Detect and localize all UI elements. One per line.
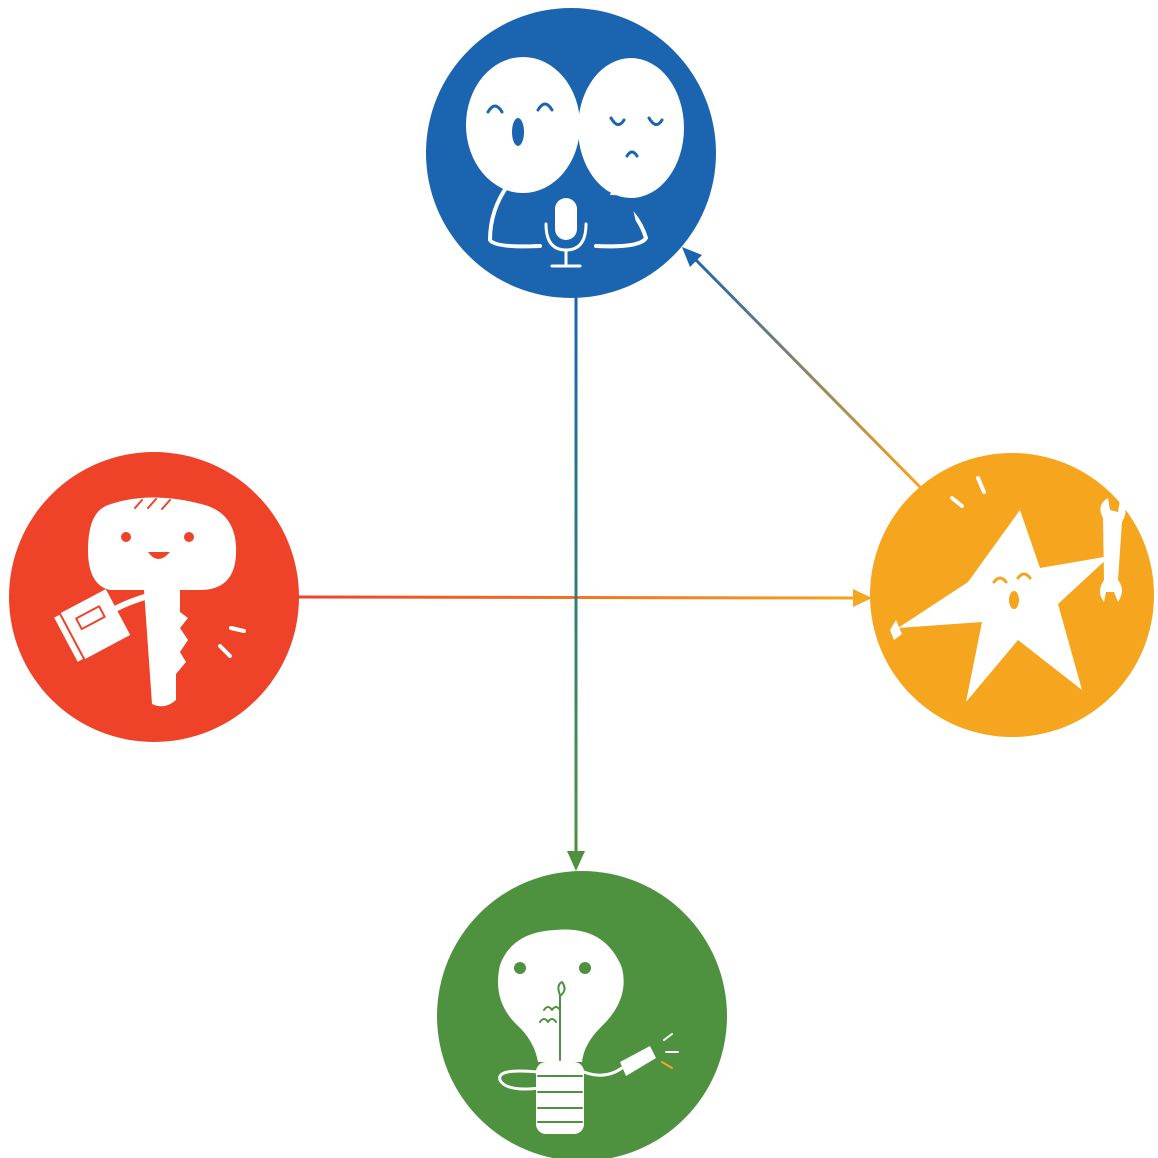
node-blue bbox=[426, 8, 716, 298]
node-green bbox=[437, 871, 727, 1158]
lightbulb-with-plug-icon bbox=[498, 929, 679, 1134]
edge-red-to-orange bbox=[297, 589, 872, 607]
edge-orange-to-blue bbox=[682, 247, 922, 489]
node-orange bbox=[870, 453, 1154, 737]
arrowhead-icon bbox=[567, 851, 585, 871]
star-with-wrench-icon bbox=[890, 476, 1126, 702]
node-red bbox=[9, 452, 299, 742]
arrowhead-icon bbox=[682, 247, 702, 267]
key-with-book-icon bbox=[51, 497, 246, 707]
edge-blue-to-green bbox=[567, 292, 585, 871]
arrowhead-icon bbox=[853, 589, 872, 607]
two-faces-microphone-icon bbox=[466, 57, 684, 268]
